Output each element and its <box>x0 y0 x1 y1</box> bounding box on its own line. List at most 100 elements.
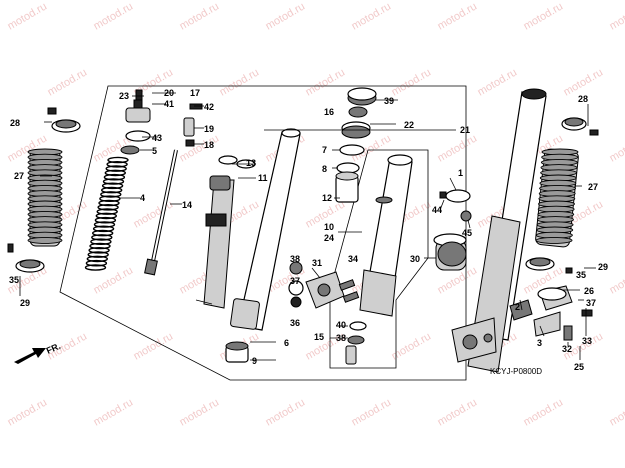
brake-hose-clamp <box>439 189 472 222</box>
label-5: 5 <box>152 146 157 156</box>
watermark-text: motod.ru <box>264 0 308 32</box>
label-40: 40 <box>336 320 346 330</box>
part-labels: 23 20 17 41 42 43 19 18 5 4 14 28 27 35 … <box>9 88 608 376</box>
label-42: 42 <box>204 102 214 112</box>
watermark-text: motod.ru <box>92 264 136 296</box>
drain-bolt <box>345 321 367 365</box>
label-3: 3 <box>537 338 542 348</box>
fork-boot-right <box>535 148 579 248</box>
label-10: 10 <box>324 222 334 232</box>
fork-spring <box>84 156 129 271</box>
label-36-mid: 36 <box>290 318 300 328</box>
watermark-text: motod.ru <box>436 396 480 428</box>
boot-clamp-bottom-left <box>7 243 45 273</box>
label-6: 6 <box>284 338 289 348</box>
watermark-text: motod.ru <box>522 396 566 428</box>
label-37-mid: 37 <box>290 276 300 286</box>
guard-clamp <box>433 233 467 271</box>
fork-cap-bolt <box>120 89 151 155</box>
watermark-text: motod.ru <box>92 396 136 428</box>
label-17: 17 <box>190 88 200 98</box>
damper-cartridge <box>195 175 235 309</box>
label-41: 41 <box>164 99 174 109</box>
assembly-frame <box>59 85 467 381</box>
watermark-text: motod.ru <box>6 396 50 428</box>
leader-lines <box>19 92 596 361</box>
label-28-right: 28 <box>578 94 588 104</box>
label-9: 9 <box>252 356 257 366</box>
label-43: 43 <box>152 133 162 143</box>
label-24: 24 <box>324 233 334 243</box>
label-16: 16 <box>324 107 334 117</box>
label-27-right: 27 <box>588 182 598 192</box>
label-19: 19 <box>204 124 214 134</box>
label-12: 12 <box>322 193 332 203</box>
axle-holder-bolts <box>288 261 304 308</box>
label-4: 4 <box>140 193 145 203</box>
fork-boot-left <box>27 148 63 247</box>
watermark-text: motod.ru <box>608 396 625 428</box>
label-18: 18 <box>204 140 214 150</box>
label-15: 15 <box>314 332 324 342</box>
watermark-text: motod.ru <box>132 330 176 362</box>
watermark-text: motod.ru <box>390 66 434 98</box>
watermark-text: motod.ru <box>178 396 222 428</box>
label-29-right: 29 <box>598 262 608 272</box>
label-32: 32 <box>562 344 572 354</box>
label-25: 25 <box>574 362 584 372</box>
label-27-left: 27 <box>14 171 24 181</box>
label-8: 8 <box>322 164 327 174</box>
label-38a: 38 <box>290 254 300 264</box>
watermark-text: motod.ru <box>476 66 520 98</box>
label-22: 22 <box>404 120 414 130</box>
pinch-bolt <box>338 279 360 303</box>
label-38b: 38 <box>336 333 346 343</box>
watermark-text: motod.ru <box>264 396 308 428</box>
assembled-fork-right <box>451 88 547 373</box>
watermark-text: motod.ru <box>132 198 176 230</box>
boot-clamp-bottom-right <box>525 257 573 274</box>
oil-seal <box>225 341 249 363</box>
label-37-right: 37 <box>586 298 596 308</box>
boot-clamp-top-left <box>47 107 81 133</box>
watermark-text: motod.ru <box>46 66 90 98</box>
watermark-text: motod.ru <box>522 0 566 32</box>
label-1: 1 <box>458 168 463 178</box>
label-29-left: 29 <box>20 298 30 308</box>
damper-rod <box>144 149 178 276</box>
axle-holder <box>305 271 345 309</box>
fork-guard-parts <box>509 285 593 341</box>
label-21: 21 <box>460 125 470 135</box>
watermark-text: motod.ru <box>350 0 394 32</box>
boot-clamp-top-right <box>561 117 599 136</box>
watermark-text: motod.ru <box>178 132 222 164</box>
watermark-text: motod.ru <box>6 0 50 32</box>
watermark-text: motod.ru <box>436 132 480 164</box>
rebound-adjuster <box>183 103 203 147</box>
label-31: 31 <box>312 258 322 268</box>
watermark-text: motod.ru <box>178 0 222 32</box>
top-seal-stack <box>335 87 377 203</box>
label-30: 30 <box>410 254 420 264</box>
label-28-left: 28 <box>10 118 20 128</box>
outer-fork-tube <box>359 154 413 317</box>
label-36-left: 35 <box>9 275 19 285</box>
watermark-text: motod.ru <box>218 66 262 98</box>
sub-assembly-frame <box>329 149 429 369</box>
watermark-text: motod.ru <box>608 132 625 164</box>
label-11: 11 <box>258 173 268 183</box>
label-23: 23 <box>119 91 129 101</box>
watermark-text: motod.ru <box>350 396 394 428</box>
label-33: 33 <box>582 336 592 346</box>
watermark-text: motod.ru <box>92 0 136 32</box>
label-34: 34 <box>348 254 358 264</box>
watermark-text: motod.ru <box>304 66 348 98</box>
diagram-code: KCYJ-P0800D <box>490 367 542 376</box>
label-2: 2 <box>515 302 520 312</box>
label-14: 14 <box>182 200 192 210</box>
watermark-text: motod.ru <box>608 264 625 296</box>
inner-fork-tube <box>230 128 301 331</box>
label-20: 20 <box>164 88 174 98</box>
label-7: 7 <box>322 145 327 155</box>
